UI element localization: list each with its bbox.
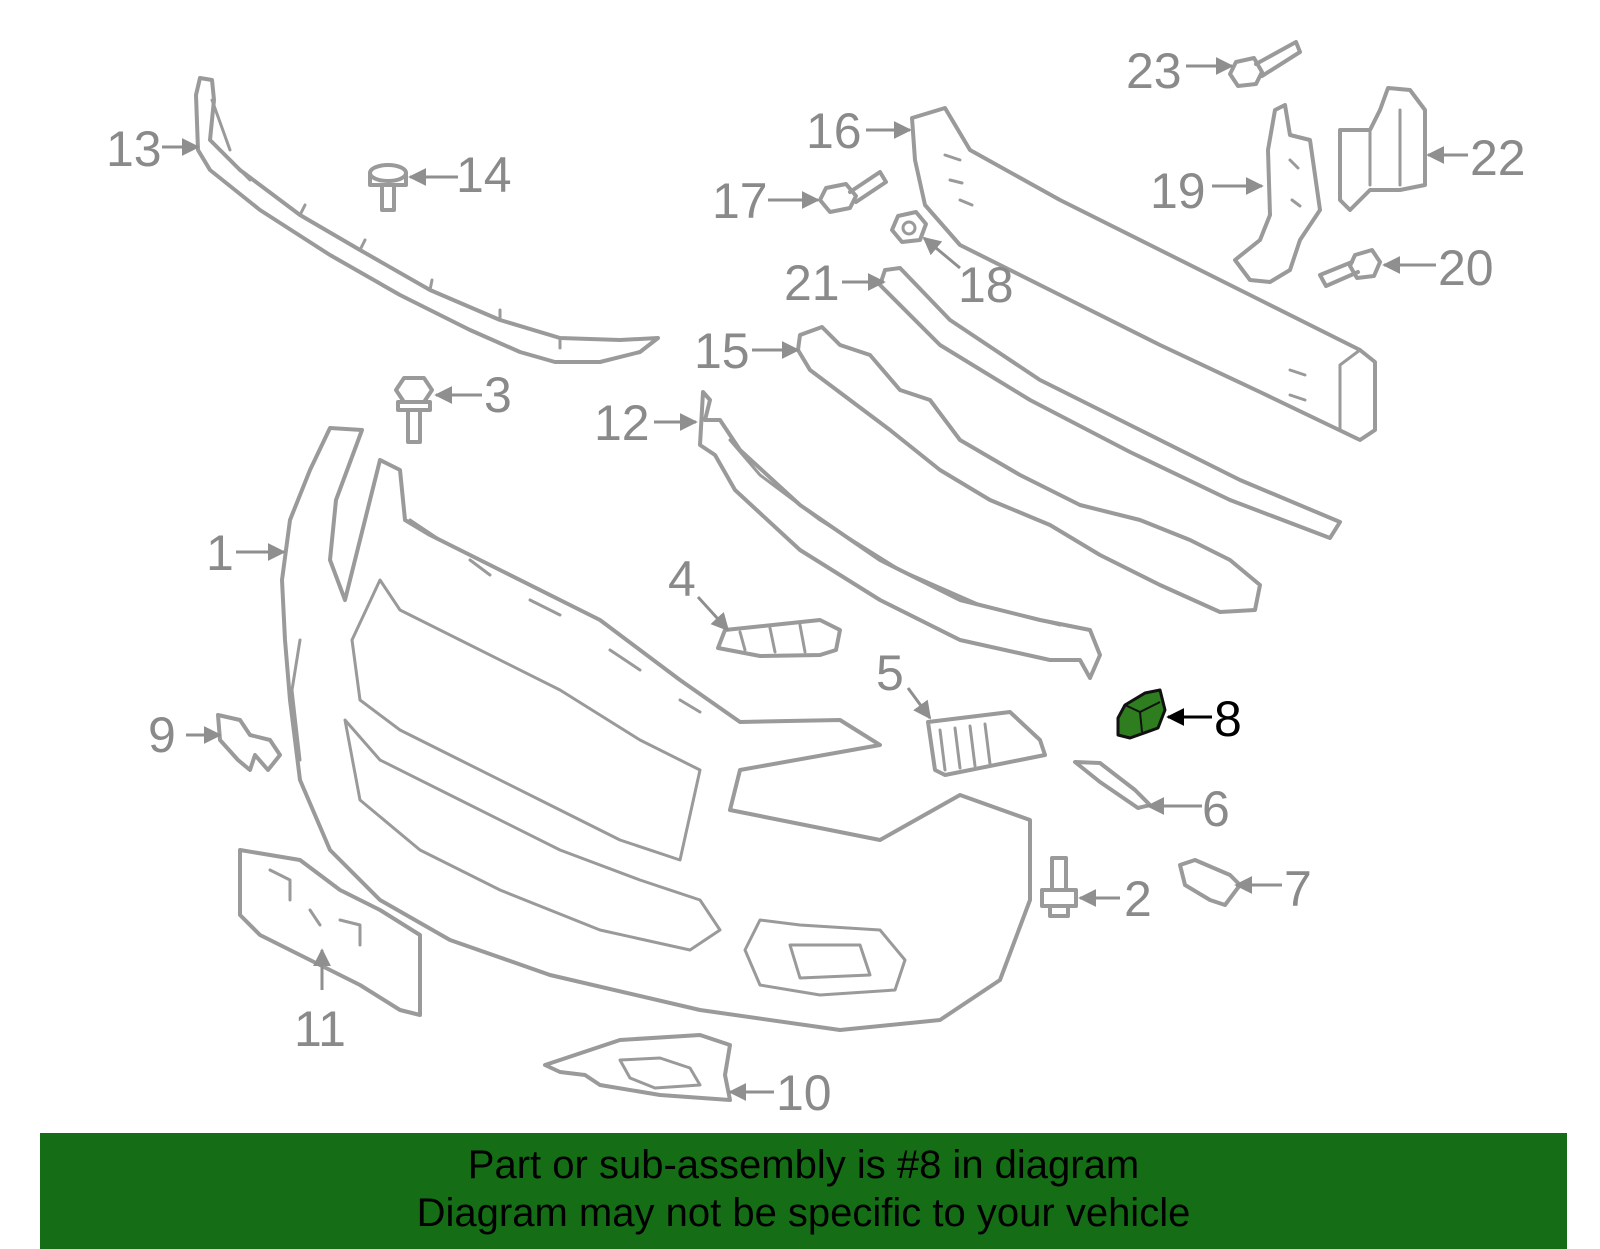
callout-20: 20 bbox=[1438, 240, 1494, 296]
part-20-bolt[interactable] bbox=[1318, 248, 1382, 288]
part-3-bolt[interactable] bbox=[394, 376, 434, 444]
part-6-strip[interactable] bbox=[1073, 760, 1152, 810]
part-14-clip[interactable] bbox=[368, 163, 408, 212]
callout-5: 5 bbox=[876, 645, 904, 701]
part-4-bracket[interactable] bbox=[716, 618, 842, 658]
callout-21: 21 bbox=[784, 255, 840, 311]
banner-line-part: Part or sub-assembly is #8 in diagram bbox=[467, 1143, 1140, 1187]
part-12-reinforcement[interactable] bbox=[698, 390, 1102, 680]
callout-17: 17 bbox=[712, 173, 768, 229]
callout-12: 12 bbox=[594, 395, 650, 451]
leader-4 bbox=[696, 595, 730, 632]
part-5-bracket[interactable] bbox=[926, 710, 1047, 777]
leader-18 bbox=[922, 236, 961, 270]
callout-23: 23 bbox=[1126, 43, 1182, 99]
part-8-clip[interactable] bbox=[1116, 688, 1167, 740]
callout-19: 19 bbox=[1150, 163, 1206, 219]
part-16-beam[interactable] bbox=[910, 106, 1377, 442]
part-23-bolt[interactable] bbox=[1228, 40, 1302, 88]
part-19-bracket[interactable] bbox=[1233, 103, 1322, 284]
callout-7: 7 bbox=[1284, 861, 1312, 917]
banner-line-disclaimer: Diagram may not be specific to your vehi… bbox=[416, 1191, 1191, 1235]
callout-10: 10 bbox=[776, 1065, 832, 1121]
part-21-strip[interactable] bbox=[878, 266, 1342, 540]
part-10-bezel[interactable] bbox=[543, 1033, 732, 1102]
callout-8: 8 bbox=[1214, 691, 1242, 747]
part-22-bracket[interactable] bbox=[1338, 86, 1427, 212]
callout-16: 16 bbox=[806, 103, 862, 159]
part-9-bracket[interactable] bbox=[216, 713, 282, 772]
part-18-nut[interactable] bbox=[890, 210, 928, 244]
part-17-bolt[interactable] bbox=[818, 170, 888, 214]
info-banner: Part or sub-assembly is #8 in diagram Di… bbox=[40, 1133, 1567, 1249]
callout-6: 6 bbox=[1202, 781, 1230, 837]
callout-13: 13 bbox=[106, 121, 162, 177]
part-15-absorber[interactable] bbox=[796, 325, 1262, 614]
part-7-bracket[interactable] bbox=[1178, 858, 1242, 907]
callout-9: 9 bbox=[148, 707, 176, 763]
callout-2: 2 bbox=[1124, 871, 1152, 927]
callout-11: 11 bbox=[294, 1001, 346, 1057]
part-11-plate-bracket[interactable] bbox=[238, 848, 422, 1017]
part-2-bolt[interactable] bbox=[1040, 856, 1078, 918]
callout-3: 3 bbox=[484, 367, 512, 423]
part-1-bumper-cover[interactable] bbox=[280, 426, 1032, 1032]
callout-15: 15 bbox=[694, 323, 750, 379]
part-13-strip[interactable] bbox=[194, 76, 660, 364]
leader-5 bbox=[906, 687, 932, 720]
callout-14: 14 bbox=[456, 147, 512, 203]
callout-22: 22 bbox=[1470, 130, 1526, 186]
callout-4: 4 bbox=[668, 551, 696, 607]
callout-18: 18 bbox=[958, 257, 1014, 313]
callout-1: 1 bbox=[206, 525, 234, 581]
